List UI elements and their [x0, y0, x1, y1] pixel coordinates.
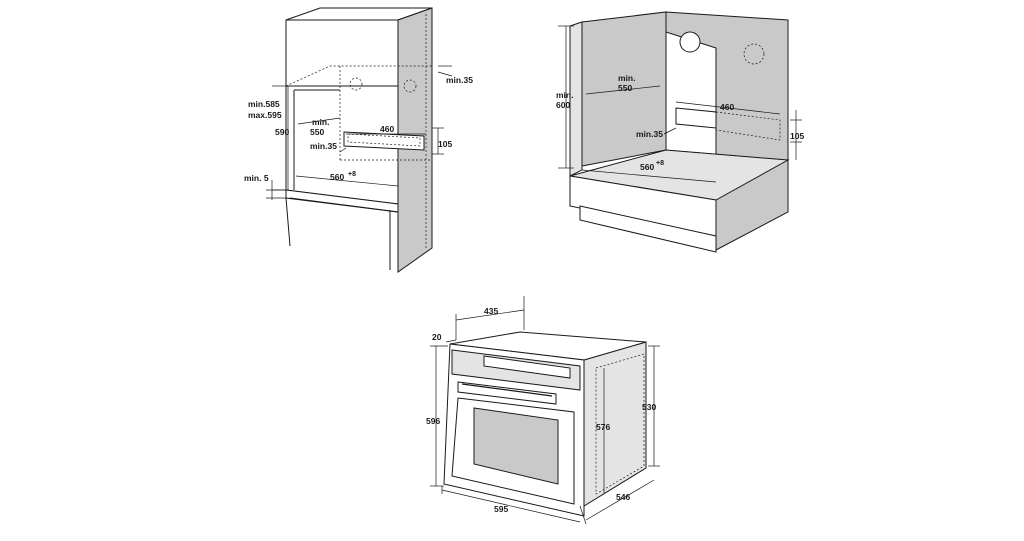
base-cabinet-diagram: min. 600 min. 550 460 min.35 105 560 +8	[556, 11, 804, 253]
dim-460: 460	[380, 124, 394, 134]
dim-590: 590	[275, 127, 289, 137]
ventilation-slot	[675, 107, 717, 129]
dim-595: 595	[494, 504, 508, 514]
dim-min-550-label: min.	[312, 117, 329, 127]
dim-560: 560	[640, 162, 654, 172]
oven-side	[583, 341, 647, 507]
dim-min-5: min. 5	[244, 173, 269, 183]
oven-door-window	[473, 407, 559, 485]
tall-cabinet-diagram: min.35 min.585 max.595 590 min. 550 460 …	[244, 7, 473, 273]
dim-min-550-value: 550	[310, 127, 324, 137]
dim-596: 596	[426, 416, 440, 426]
dim-560: 560	[330, 172, 344, 182]
dim-min-600-value: 600	[556, 100, 570, 110]
dim-460: 460	[720, 102, 734, 112]
ventilation-slot	[343, 131, 425, 151]
vent-hole-icon	[679, 31, 701, 53]
dim-min-600-label: min.	[556, 90, 573, 100]
dim-105: 105	[438, 139, 452, 149]
oven-diagram: 435 20 596 576 530 595 546	[426, 296, 660, 525]
dim-435: 435	[484, 306, 498, 316]
vent-hole-icon	[403, 79, 417, 93]
dim-560-tolerance: +8	[656, 160, 664, 167]
dim-560-tolerance: +8	[348, 171, 356, 178]
dim-546: 546	[616, 492, 630, 502]
dim-530: 530	[642, 402, 656, 412]
dim-min-550-value: 550	[618, 83, 632, 93]
dim-max-595: max.595	[248, 110, 282, 120]
oven-door-handle	[457, 381, 557, 405]
dim-min-585: min.585	[248, 99, 280, 109]
upper-cabinet-front	[285, 19, 399, 87]
dim-576: 576	[596, 422, 610, 432]
vent-hole-icon	[349, 77, 363, 91]
vent-hole-icon	[743, 43, 765, 65]
dim-min-550-label: min.	[618, 73, 635, 83]
dim-20: 20	[432, 332, 442, 342]
dim-min-35: min.35	[636, 129, 663, 139]
dim-min-35-inner: min.35	[310, 141, 337, 151]
dim-min-35-top: min.35	[446, 75, 473, 85]
dim-105: 105	[790, 131, 804, 141]
